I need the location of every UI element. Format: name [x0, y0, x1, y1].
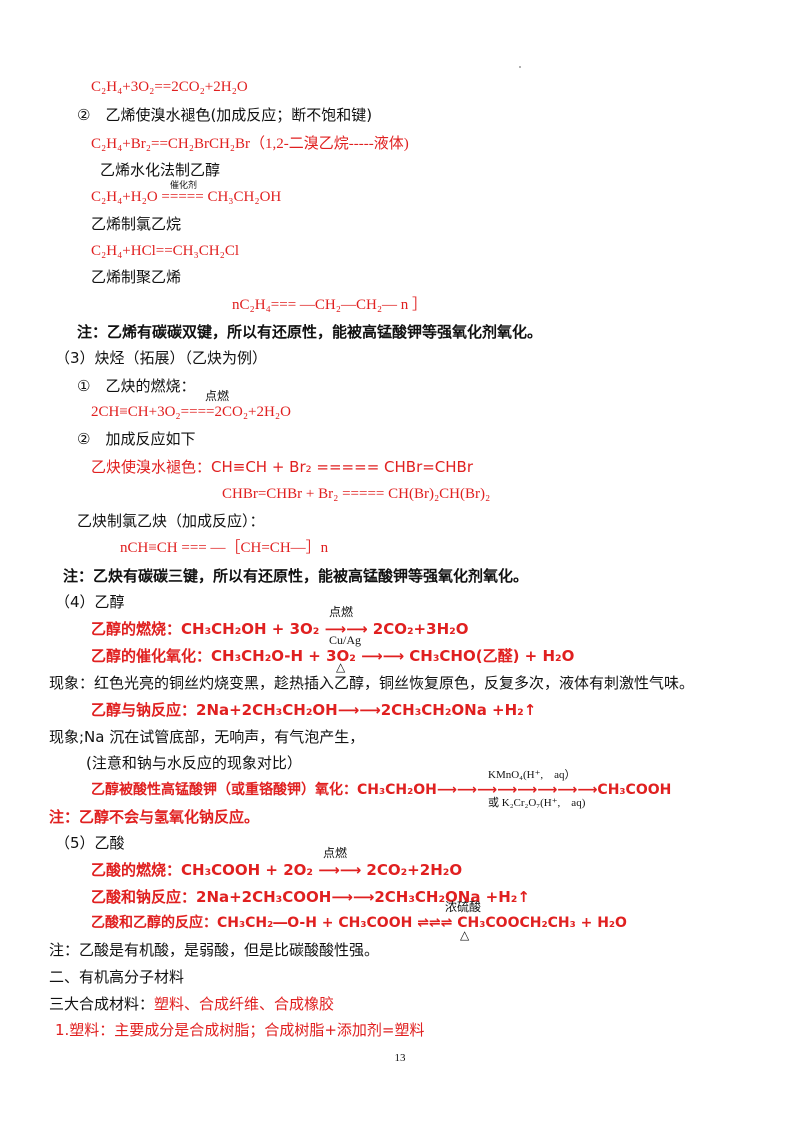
ethylene-bromine-heading: ② 乙烯使溴水褪色(加成反应；断不饱和键) [77, 106, 373, 124]
oxidant-label: KMnO₄(H⁺, aq） [488, 769, 576, 781]
acetic-combustion-equation: 乙酸的燃烧：CH₃COOH + 2O₂ ⟶⟶ 2CO₂+2H₂O [91, 861, 463, 879]
acetic-acid-section-title: （5）乙酸 [55, 834, 125, 852]
ignite-label: 点燃 [323, 846, 348, 860]
scan-dot [519, 66, 521, 68]
catalyst-label: Cu/Ag [329, 633, 362, 647]
acetic-acid-note: 注：乙酸是有机酸，是弱酸，但是比碳酸酸性强。 [49, 941, 380, 959]
polyethylene-equation: nC₂H₄=== ―CH₂―CH₂― n ］ [232, 297, 428, 313]
polyethylene-heading: 乙烯制聚乙烯 [91, 268, 182, 286]
ethylene-combustion-equation: C₂H₄+3O₂==2CO₂+2H₂O [91, 79, 248, 95]
esterification-equation: 乙酸和乙醇的反应：CH₃CH₂―O-H + CH₃COOH ⇌⇌⇌ CH₃COO… [91, 915, 627, 931]
oxidant-alt-label: 或 K₂Cr₂O₇(H⁺, aq) [488, 797, 586, 809]
synthetic-materials-line: 三大合成材料：塑料、合成纤维、合成橡胶 [49, 994, 334, 1014]
alkyne-section-title: （3）炔烃（拓展）（乙炔为例） [55, 349, 268, 367]
sodium-observation: 现象;Na 沉在试管底部，无响声，有气泡产生， [49, 728, 365, 746]
polymer-section-title: 二、有机高分子材料 [49, 968, 185, 986]
ethylene-note: 注：乙烯有碳碳双键，所以有还原性，能被高锰酸钾等强氧化剂氧化。 [77, 323, 543, 341]
ethanol-permanganate-equation: 乙醇被酸性高锰酸钾（或重铬酸钾）氧化：CH₃CH₂OH⟶⟶⟶⟶⟶⟶⟶⟶CH₃CO… [91, 782, 672, 798]
ethanol-section-title: （4）乙醇 [55, 593, 125, 611]
synthetic-materials-list: 塑料、合成纤维、合成橡胶 [154, 995, 335, 1013]
ethylene-hydration-equation: C₂H₄+H₂O ===== CH₃CH₂OH [91, 189, 282, 205]
acetic-sodium-equation: 乙酸和钠反应：2Na+2CH₃COOH⟶⟶2CH₃CH₂ONa +H₂↑ [91, 888, 530, 906]
polyacetylene-equation: nCH≡CH === ―［CH=CH―］n [120, 540, 329, 556]
plastics-definition: 1.塑料：主要成分是合成树脂；合成树脂+添加剂=塑料 [55, 1021, 425, 1039]
ethylene-hydration-heading: 乙烯水化法制乙醇 [100, 161, 221, 179]
acetylene-bromine-equation-2: CHBr=CHBr + Br₂ ===== CH(Br)₂CH(Br)₂ [222, 486, 491, 502]
ethylene-bromine-equation: C₂H₄+Br₂==CH₂BrCH₂Br（1,2-二溴乙烷-----液体) [91, 136, 409, 152]
ethanol-oxidation-equation: 乙醇的催化氧化：CH₃CH₂O-H + 3O₂ ⟶⟶ CH₃CHO(乙醛) + … [91, 647, 575, 665]
ethanol-naoh-note: 注：乙醇不会与氢氧化钠反应。 [49, 808, 260, 826]
acetylene-combustion-equation: 2CH≡CH+3O₂====2CO₂+2H₂O [91, 404, 291, 420]
sulfuric-acid-label: 浓硫酸 [445, 900, 482, 914]
ignite-label: 点燃 [329, 605, 354, 619]
comparison-note: (注意和钠与水反应的现象对比） [86, 754, 302, 772]
chloroethane-heading: 乙烯制氯乙烷 [91, 215, 182, 233]
acetylene-note: 注：乙炔有碳碳三键，所以有还原性，能被高锰酸钾等强氧化剂氧化。 [63, 567, 529, 585]
ethanol-sodium-equation: 乙醇与钠反应：2Na+2CH₃CH₂OH⟶⟶2CH₃CH₂ONa +H₂↑ [91, 701, 537, 719]
ignite-label: 点燃 [205, 389, 230, 403]
page-number: 13 [394, 1052, 406, 1064]
acetylene-bromine-equation-1: 乙炔使溴水褪色：CH≡CH + Br₂ ===== CHBr=CHBr [91, 458, 474, 476]
ethanol-combustion-equation: 乙醇的燃烧：CH₃CH₂OH + 3O₂ ⟶⟶ 2CO₂+3H₂O [91, 620, 469, 638]
synthetic-materials-label: 三大合成材料： [49, 995, 155, 1013]
addition-heading: ② 加成反应如下 [77, 430, 196, 448]
catalyst-label: 催化剂 [170, 181, 198, 191]
heat-symbol: △ [460, 928, 470, 942]
vinyl-chloride-heading: 乙炔制氯乙炔（加成反应）： [77, 512, 265, 530]
copper-wire-observation: 现象：红色光亮的铜丝灼烧变黑，趁热插入乙醇，铜丝恢复原色，反复多次，液体有刺激性… [49, 674, 695, 692]
acetylene-combustion-heading: ① 乙炔的燃烧： [77, 377, 196, 395]
chloroethane-equation: C₂H₄+HCl==CH₃CH₂Cl [91, 243, 239, 259]
heat-symbol: △ [336, 660, 346, 674]
